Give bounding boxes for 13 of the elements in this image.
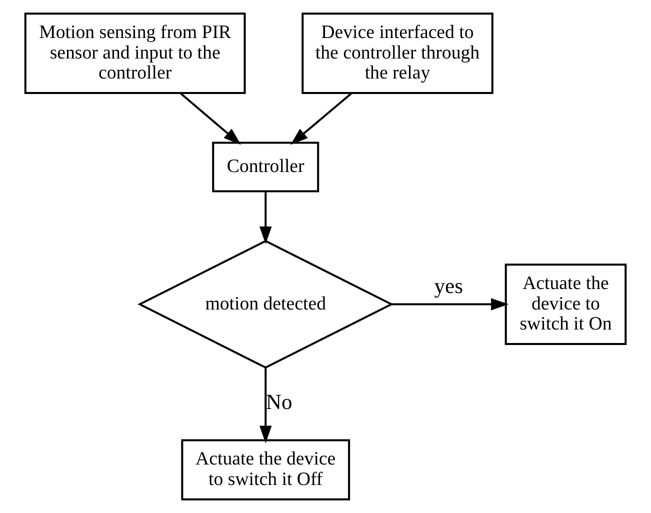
- arrow: [392, 298, 509, 310]
- edge-label: No: [266, 390, 292, 414]
- node-box: Actuate the device to switch it Off: [181, 439, 350, 500]
- node-diamond: motion detected: [138, 240, 394, 369]
- node-box: Device interfaced to the controller through the relay: [302, 12, 494, 94]
- node-box: Controller: [212, 142, 320, 192]
- arrow: [259, 192, 272, 244]
- arrow: [290, 92, 352, 145]
- node-box: Actuate the device to switch it On: [504, 264, 627, 345]
- arrow: [180, 92, 241, 145]
- node-box: Motion sensing from PIR sensor and input to the controller: [24, 12, 246, 94]
- arrow: [259, 368, 272, 444]
- edge-label: yes: [434, 274, 463, 298]
